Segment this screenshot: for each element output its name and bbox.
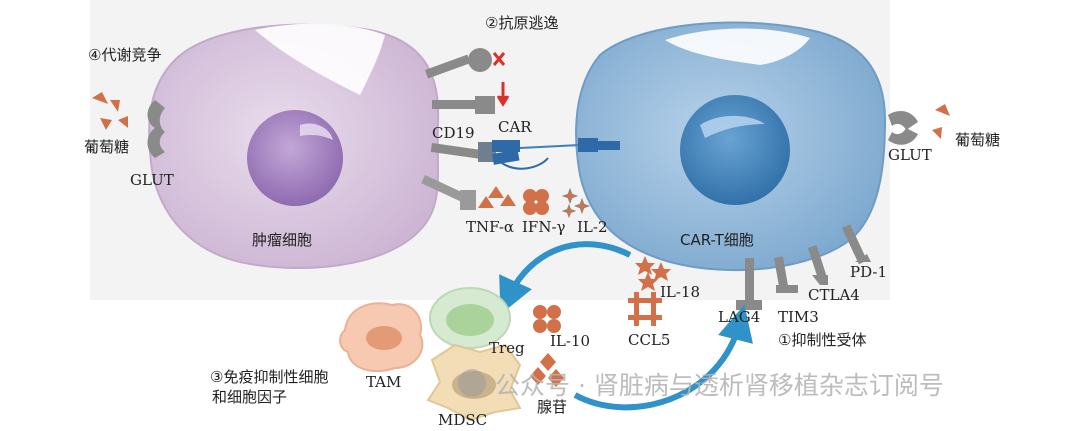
tnf-molecules bbox=[478, 186, 516, 208]
adenosine-molecules bbox=[530, 353, 564, 387]
label-tnf: TNF-α bbox=[466, 218, 514, 236]
arrow-to-treg bbox=[499, 241, 632, 315]
label-immunosuppressive-2: 和细胞因子 bbox=[212, 388, 287, 406]
label-antigen-escape: ②抗原逃逸 bbox=[485, 14, 558, 32]
label-lag4: LAG4 bbox=[718, 308, 760, 326]
ifn-molecules bbox=[523, 189, 549, 215]
label-il2: IL-2 bbox=[577, 218, 608, 236]
label-pd1: PD-1 bbox=[850, 263, 887, 281]
label-glucose-right: 葡萄糖 bbox=[955, 131, 1000, 149]
label-ctla4: CTLA4 bbox=[808, 286, 860, 304]
antigen-loss-marks bbox=[492, 52, 510, 107]
label-glucose-left: 葡萄糖 bbox=[84, 138, 129, 156]
il10-molecules bbox=[533, 305, 561, 333]
label-ifn: IFN-γ bbox=[522, 218, 566, 236]
arrow-to-lag4 bbox=[573, 304, 753, 411]
label-adenosine: 腺苷 bbox=[537, 398, 567, 416]
label-il18: IL-18 bbox=[660, 283, 700, 301]
tumor-receptors bbox=[421, 48, 496, 210]
glucose-right-molecules bbox=[932, 104, 950, 139]
label-car: CAR bbox=[498, 118, 532, 136]
glut-left-transporter bbox=[147, 100, 165, 158]
car-receptor bbox=[492, 138, 620, 170]
wechat-icon bbox=[458, 369, 486, 397]
labels: ④代谢竞争 ②抗原逃逸 葡萄糖 GLUT CD19 CAR 肿瘤细胞 TNF-α… bbox=[84, 14, 1000, 429]
tumor-nucleus bbox=[247, 110, 343, 206]
tam-cell bbox=[339, 302, 424, 372]
label-glut-right: GLUT bbox=[888, 146, 932, 164]
label-metabolic-competition: ④代谢竞争 bbox=[88, 46, 161, 64]
ccl5-molecules bbox=[628, 292, 662, 326]
label-mdsc: MDSC bbox=[438, 411, 487, 429]
label-treg: Treg bbox=[489, 339, 525, 357]
tumor-cell bbox=[148, 23, 440, 269]
label-tumor-cell: 肿瘤细胞 bbox=[252, 231, 312, 249]
watermark: 公众号 · 肾脏病与透析肾移植杂志订阅号 bbox=[458, 369, 944, 400]
il18-molecules bbox=[635, 256, 671, 291]
watermark-text: 公众号 · 肾脏病与透析肾移植杂志订阅号 bbox=[495, 371, 944, 400]
label-car-t-cell: CAR-T细胞 bbox=[680, 231, 754, 249]
label-ccl5: CCL5 bbox=[628, 331, 670, 349]
car-t-cell bbox=[575, 21, 887, 272]
label-tim3: TIM3 bbox=[778, 308, 819, 326]
car-t-nucleus bbox=[680, 95, 790, 205]
label-glut-left: GLUT bbox=[130, 171, 174, 189]
glut-right-transporter bbox=[888, 110, 918, 145]
treg-cell bbox=[429, 287, 511, 349]
label-cd19: CD19 bbox=[432, 124, 475, 142]
glucose-left-molecules bbox=[92, 92, 128, 130]
label-il10: IL-10 bbox=[550, 332, 590, 350]
label-inhibitory-receptors: ①抑制性受体 bbox=[778, 331, 866, 349]
label-immunosuppressive-1: ③免疫抑制性细胞 bbox=[210, 368, 328, 386]
label-tam: TAM bbox=[366, 373, 401, 391]
